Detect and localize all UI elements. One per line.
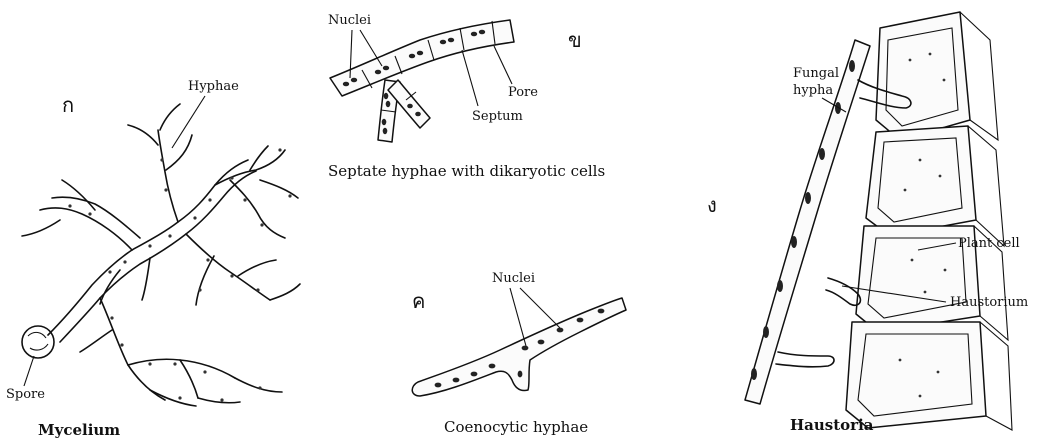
- coenocytic-panel: ค Nuclei Coenocytic hyphae: [412, 271, 626, 436]
- hyphae-leader-line: [172, 96, 205, 148]
- mycelium-marker: ก: [62, 93, 74, 117]
- coenocytic-nuclei-leader-2: [520, 288, 560, 328]
- septate-caption: Septate hyphae with dikaryotic cells: [328, 162, 605, 180]
- spore-leader-line: [24, 356, 34, 386]
- septate-nuclei-label: Nuclei: [328, 13, 371, 28]
- haustoria-drawing: [745, 12, 1012, 430]
- septum-label: Septum: [472, 109, 523, 124]
- spore-shape: [22, 326, 54, 358]
- hyphae-label: Hyphae: [188, 79, 239, 94]
- septate-marker: ข: [568, 28, 582, 52]
- coenocytic-nuclei-leader-1: [510, 288, 526, 346]
- haustoria-marker: ง: [707, 193, 717, 217]
- haustorium-label: Haustorium: [950, 295, 1028, 310]
- coenocytic-marker: ค: [412, 289, 425, 313]
- mycelium-caption: Mycelium: [38, 421, 120, 439]
- spore-label: Spore: [6, 387, 45, 402]
- pore-leader-line: [494, 46, 512, 84]
- septum-leader-line: [462, 50, 478, 106]
- coenocytic-drawing: [412, 298, 626, 396]
- coenocytic-nuclei-label: Nuclei: [492, 271, 535, 286]
- mycelium-panel: ก: [6, 79, 300, 439]
- haustoria-caption: Haustoria: [790, 416, 874, 434]
- fungal-hypha-label-line1: Fungal: [793, 66, 839, 81]
- septate-panel: ข: [328, 13, 605, 180]
- pore-label: Pore: [508, 85, 538, 100]
- fungal-hypha-label-line2: hypha: [793, 83, 833, 98]
- plant-cell-label: Plant cell: [958, 236, 1020, 251]
- coenocytic-caption: Coenocytic hyphae: [444, 418, 588, 436]
- mycelium-drawing: [22, 104, 300, 406]
- haustoria-panel: ง: [707, 12, 1028, 434]
